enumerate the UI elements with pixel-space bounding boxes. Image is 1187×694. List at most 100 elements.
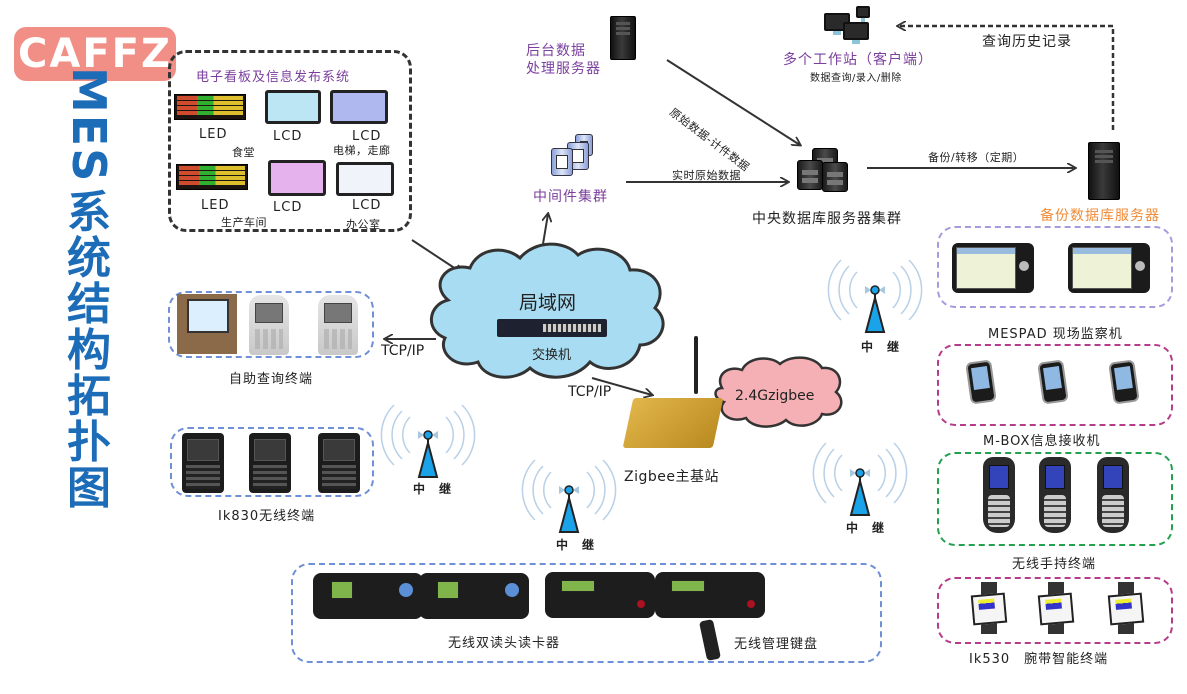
network-switch-icon	[497, 319, 607, 337]
handheld-terminal-icon	[1039, 457, 1071, 533]
tcpip-label-left: TCP/IP	[381, 343, 425, 359]
handheld-terminal-icon	[1097, 457, 1129, 533]
self-service-group	[168, 291, 374, 358]
title-char: 扑	[67, 417, 111, 468]
ik830-terminal-icon	[249, 433, 291, 493]
self-service-label: 自助查询终端	[229, 372, 314, 387]
relay-label: 中 继	[846, 521, 886, 535]
middleware-label: 中间件集群	[533, 189, 608, 205]
signage-title: 电子看板及信息发布系统	[196, 70, 351, 85]
link-label-realtime: 实时原始数据	[672, 169, 741, 182]
ik830-label: Ik830无线终端	[218, 509, 316, 524]
handheld-group	[937, 452, 1173, 546]
device-type-label: LED	[199, 127, 228, 142]
relay-tower-icon	[812, 442, 908, 516]
wristband-group	[937, 577, 1173, 644]
led-board-image	[176, 164, 248, 190]
wristband-label: Ik530 腕带智能终端	[969, 652, 1109, 667]
switch-label: 交换机	[532, 348, 572, 363]
page-title: MES 系 统 结 构 拓 扑 图	[62, 60, 116, 514]
watermark-logo: CAFFZ	[14, 27, 176, 81]
title-char: 结	[67, 279, 111, 330]
device-location-label: 食堂	[232, 146, 255, 159]
dual-reader-icon	[419, 573, 529, 619]
zigbee-antenna-icon	[694, 336, 698, 394]
relay-tower-icon	[380, 404, 476, 478]
dual-reader-label: 无线双读头读卡器	[448, 636, 561, 651]
lan-label: 局域网	[519, 292, 577, 314]
backup-db-server-icon	[1088, 142, 1120, 200]
ik830-terminal-icon	[182, 433, 224, 493]
lcd-screen-image	[330, 90, 388, 124]
mespad-group	[937, 226, 1173, 308]
query-terminal-icon	[249, 295, 289, 355]
wristband-terminal-icon	[1037, 582, 1075, 634]
arrow-backend-to-central	[666, 59, 800, 145]
relay-label: 中 继	[413, 482, 453, 496]
device-location-label: 办公室	[346, 218, 381, 231]
signage-group	[168, 50, 412, 232]
title-char: 图	[67, 463, 111, 514]
backend-server-label: 处理服务器	[526, 61, 601, 77]
card-reader-icon	[655, 572, 765, 618]
title-char: 构	[67, 325, 111, 376]
device-type-label: LCD	[273, 129, 303, 144]
arrow-lan-to-zigbee	[591, 377, 652, 395]
device-location-label: 电梯，走廊	[333, 144, 391, 157]
central-db-server-icon	[822, 162, 848, 192]
mbox-group	[937, 344, 1173, 426]
middleware-server-icon	[551, 148, 573, 176]
handheld-terminal-icon	[983, 457, 1015, 533]
card-reader-icon	[545, 572, 655, 618]
link-label-backup: 备份/转移（定期）	[928, 151, 1025, 164]
mgmt-keyboard-label: 无线管理键盘	[734, 637, 819, 652]
title-char: 统	[67, 233, 111, 284]
workstations-sublabel: 数据查询/录入/删除	[810, 73, 902, 84]
mespad-label: MESPAD 现场监察机	[988, 327, 1123, 342]
ik830-group	[170, 427, 374, 497]
handheld-label: 无线手持终端	[1012, 557, 1097, 572]
mespad-device-icon	[1068, 243, 1150, 293]
wristband-terminal-icon	[970, 582, 1008, 634]
central-db-label: 中央数据库服务器集群	[752, 211, 902, 227]
device-location-label: 生产车间	[221, 216, 267, 229]
backup-db-label: 备份数据库服务器	[1040, 208, 1160, 224]
ik830-terminal-icon	[318, 433, 360, 493]
mespad-device-icon	[952, 243, 1034, 293]
mbox-label: M-BOX信息接收机	[983, 434, 1101, 449]
relay-tower-icon	[827, 259, 923, 333]
zigbee-cloud-label: 2.4Gzigbee	[735, 388, 815, 404]
lan-cloud	[429, 242, 665, 379]
kiosk-icon	[177, 294, 237, 354]
zigbee-cloud	[714, 356, 843, 428]
reader-group	[291, 563, 882, 663]
workstations-label: 多个工作站（客户端）	[783, 52, 933, 68]
relay-tower-icon	[521, 459, 617, 533]
arrow-backup-to-workstations	[898, 26, 1115, 130]
device-type-label: LED	[201, 198, 230, 213]
link-label-history: 查询历史记录	[982, 34, 1072, 50]
backend-server-label: 后台数据	[526, 43, 586, 59]
central-db-server-icon	[797, 160, 823, 190]
title-char: 拓	[67, 371, 111, 422]
zigbee-base-label: Zigbee主基站	[624, 469, 719, 485]
lcd-screen-image	[265, 90, 321, 124]
relay-label: 中 继	[861, 340, 901, 354]
query-terminal-icon	[318, 295, 358, 355]
led-board-image	[174, 94, 246, 120]
lcd-screen-image	[268, 160, 326, 196]
workstation-monitor-icon	[856, 6, 870, 22]
workstation-monitor-icon	[843, 22, 869, 44]
device-type-label: LCD	[352, 198, 382, 213]
lcd-screen-image	[336, 162, 394, 196]
relay-label: 中 继	[556, 538, 596, 552]
tcpip-label-bottom: TCP/IP	[568, 384, 612, 400]
backend-server-icon	[610, 16, 636, 60]
title-latin: MES	[62, 66, 116, 184]
dual-reader-icon	[313, 573, 423, 619]
device-type-label: LCD	[273, 200, 303, 215]
title-char: 系	[67, 187, 111, 238]
zigbee-base-station-icon	[622, 398, 724, 448]
device-type-label: LCD	[352, 129, 382, 144]
